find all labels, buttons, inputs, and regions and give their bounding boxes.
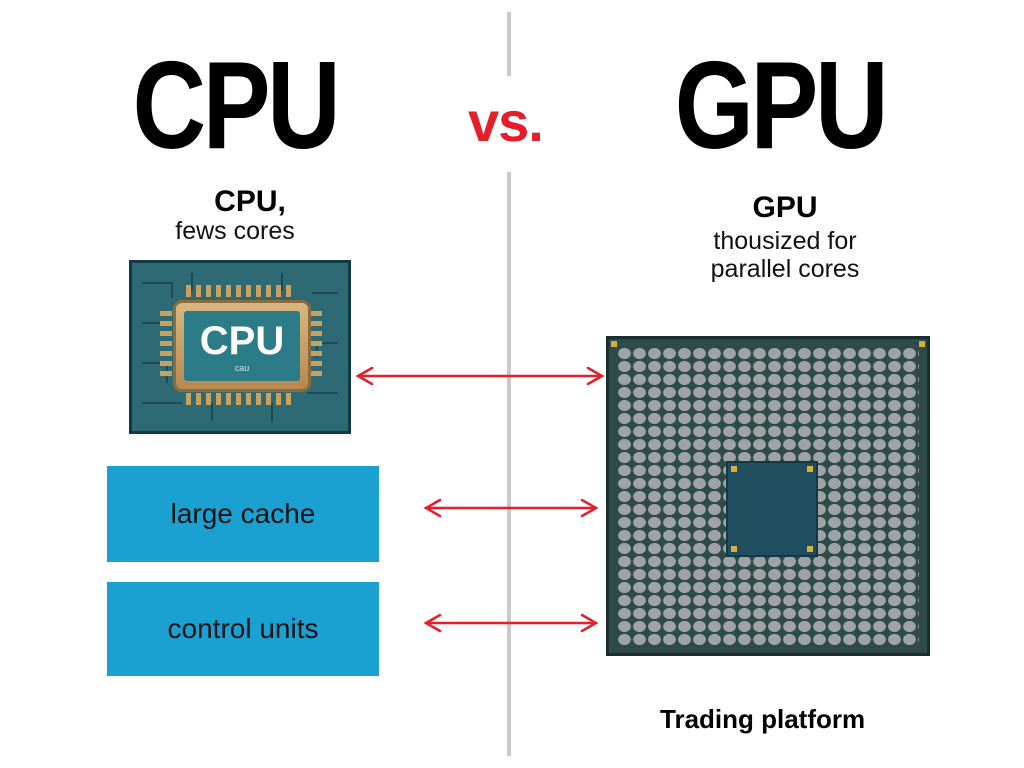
vs-label: vs. [468,90,544,153]
center-divider-bottom [507,172,511,756]
double-headed-arrow-icon [423,613,599,633]
cpu-die-small-text: cau [234,363,250,373]
gpu-corner-marker [919,341,925,347]
gpu-subtext-line-1: thousized for [713,227,857,255]
large-cache-box: large cache [107,466,379,562]
cpu-chip-image: CPU cau [129,260,351,434]
large-cache-label: large cache [170,498,316,529]
gpu-chip-image [606,336,930,656]
gpu-die-marker [731,466,737,472]
gpu-die-marker [731,546,737,552]
center-divider-top [507,12,511,76]
cpu-chip-traces [142,273,338,421]
cpu-die-label: CPU [199,319,285,363]
gpu-die-marker [807,546,813,552]
gpu-corner-marker [611,341,617,347]
gpu-title: GPU [674,37,889,175]
control-units-label: control units [167,613,319,644]
double-headed-arrow-icon [423,498,599,518]
gpu-subtext-line-2: parallel cores [710,255,860,283]
gpu-die-marker [807,466,813,472]
control-units-box: control units [107,582,379,676]
gpu-subtitle: GPU [752,191,818,224]
cpu-subtitle: CPU, [214,185,286,218]
cpu-die: CPU cau [176,303,308,389]
gpu-caption: Trading platform [660,704,866,734]
cpu-title: CPU [132,37,341,175]
cpu-subtext: fews cores [175,217,295,245]
gpu-center-die [726,461,818,557]
cpu-die-face: CPU cau [184,311,300,381]
double-headed-arrow-icon [355,366,605,386]
